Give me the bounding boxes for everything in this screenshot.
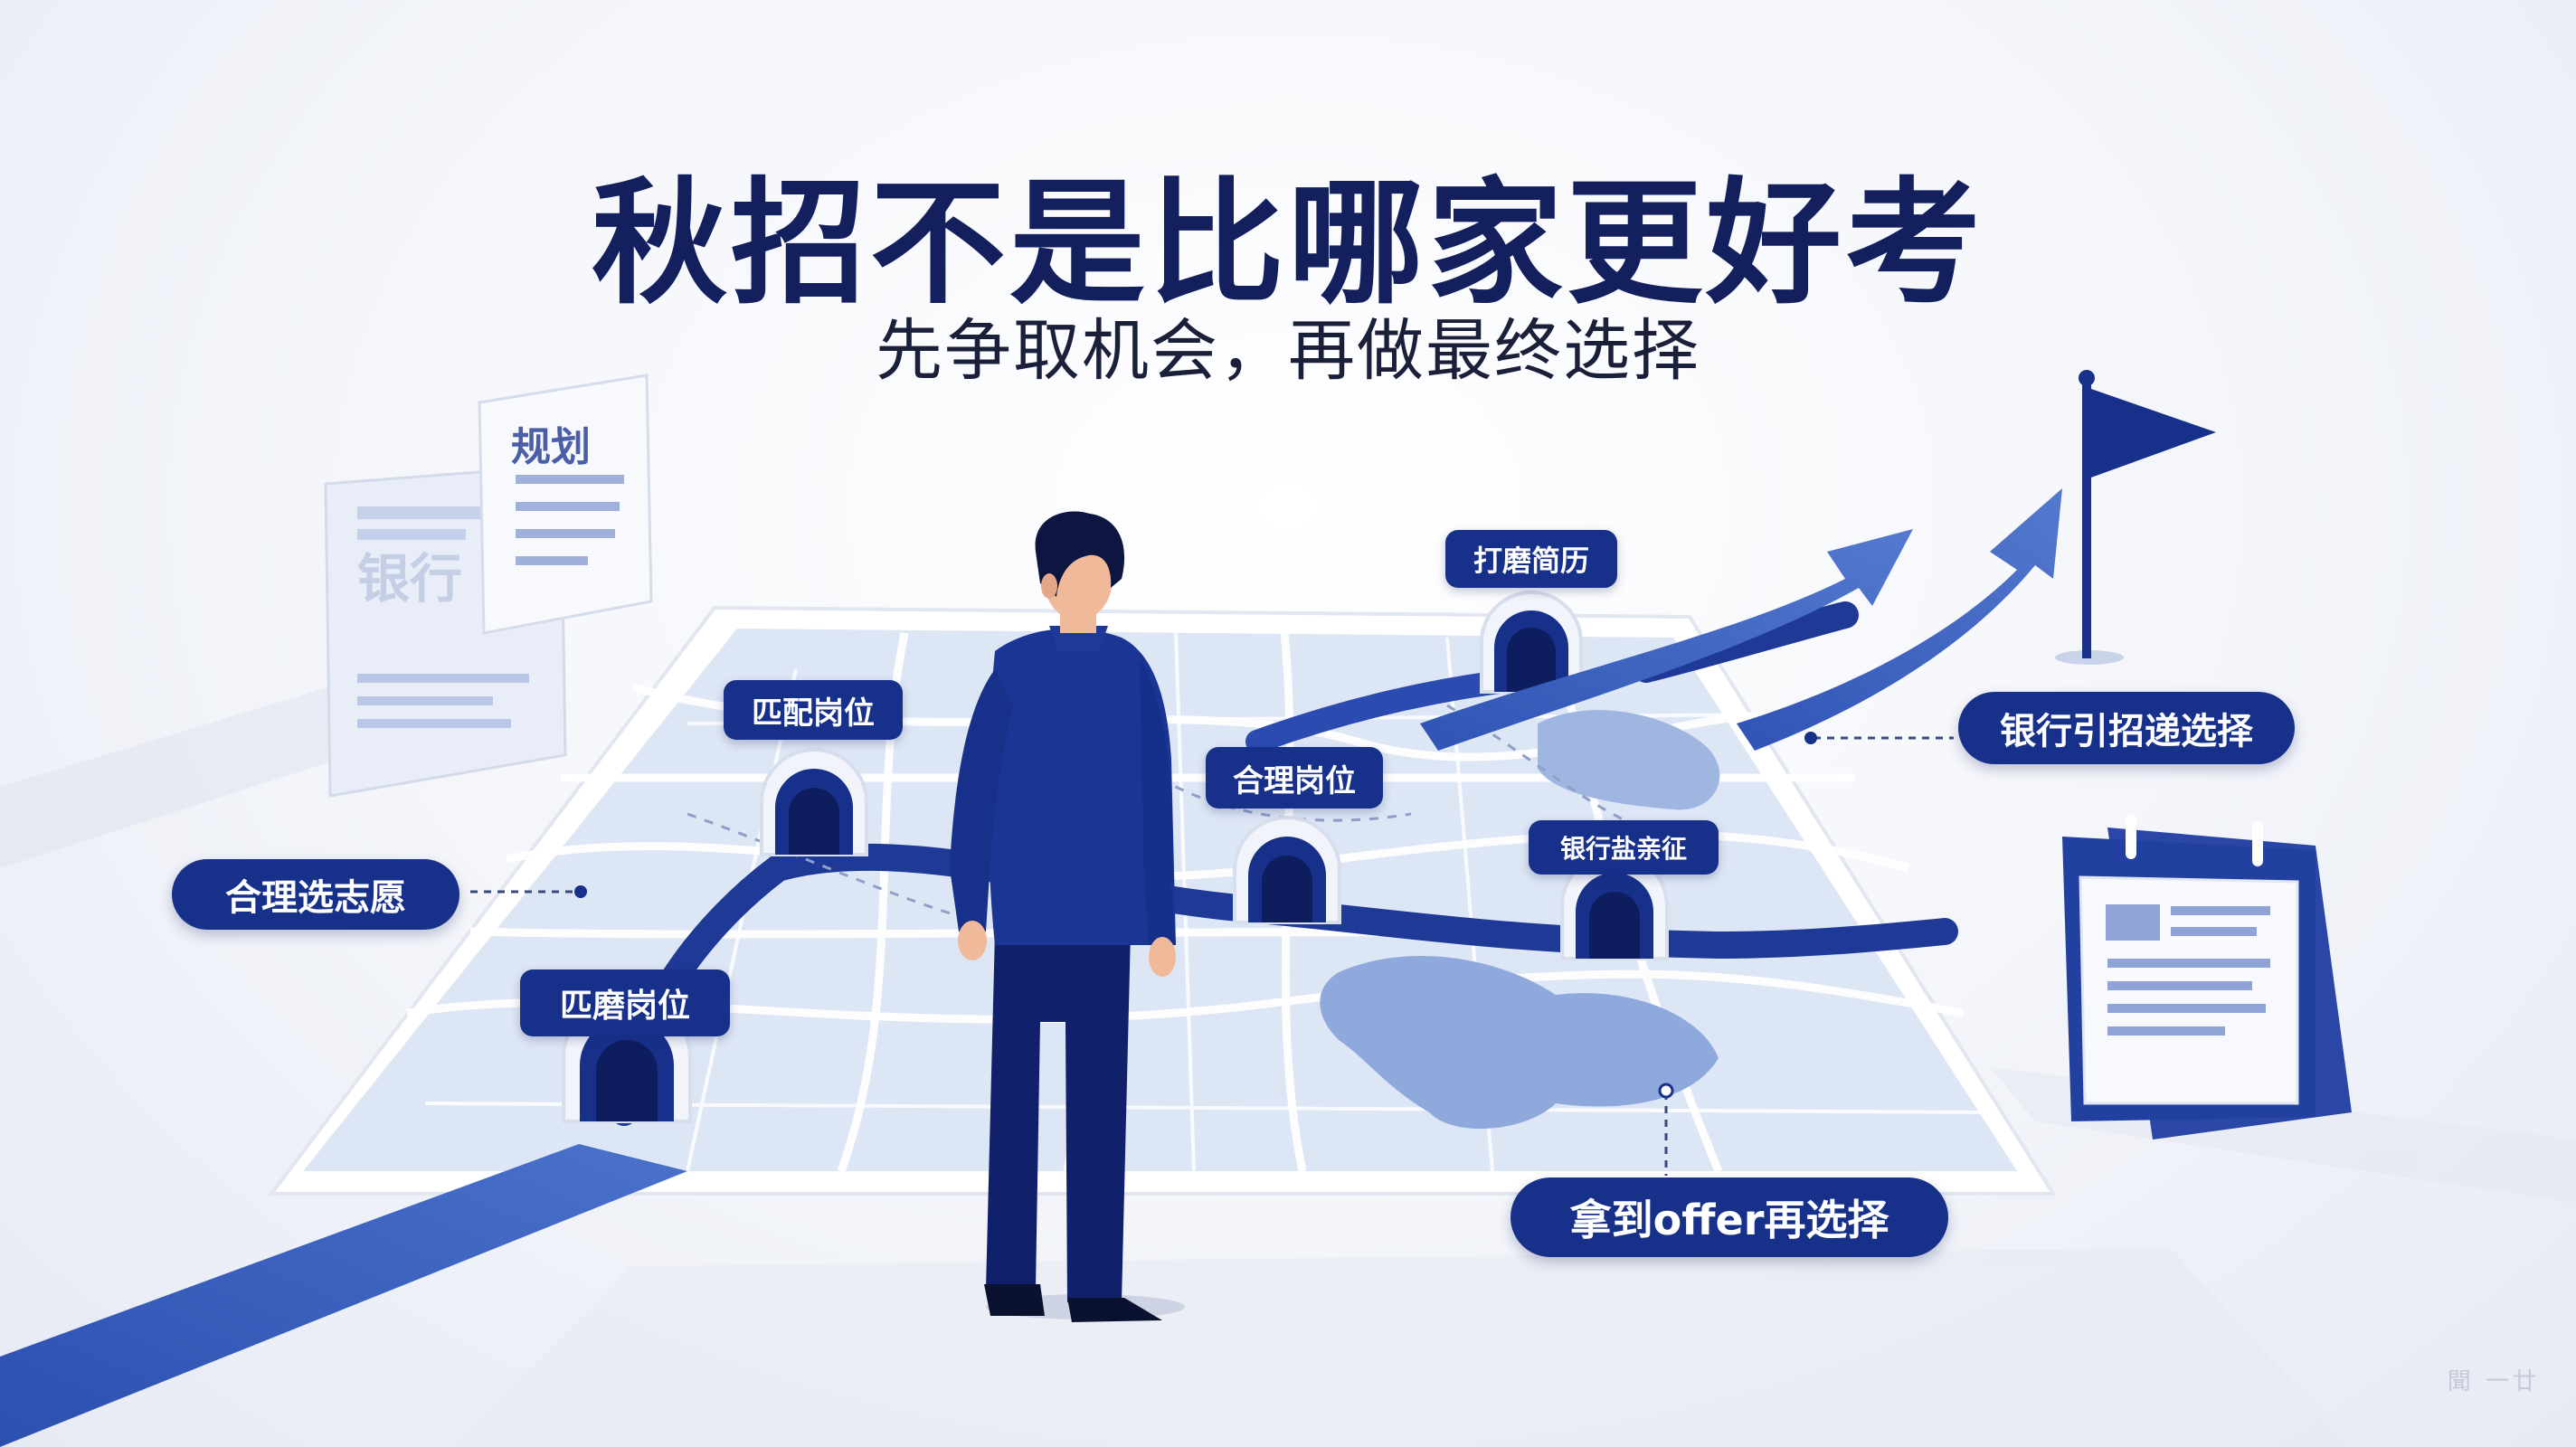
callout-choose-wisely: 合理选志愿 [172,859,459,930]
page-subtitle: 先争取机会，再做最终选择 [876,312,1700,390]
map-tag-refine-position: 匹磨岗位 [520,969,730,1036]
tunnel-2 [760,748,868,856]
lake-south [1320,955,1719,1130]
person-figure [950,511,1185,1322]
corner-mark: 聞 一廿 [2447,1368,2540,1395]
callout-connectors [470,736,1954,1176]
page-title: 秋招不是比哪家更好考 [591,166,1984,323]
planning-documents: 银行 [324,374,653,798]
callout-bank-choice: 银行引招递选择 [1958,692,2295,764]
map-tag-match-position: 匹配岗位 [724,680,903,740]
entry-beam [0,1144,687,1447]
tunnel-4 [1480,591,1583,694]
doc-front-label: 规划 [511,424,591,470]
tunnel-3 [1233,816,1341,924]
map-tag-polish-resume: 打磨简历 [1445,530,1617,588]
map-tag-bank-campaign: 银行盐亲征 [1529,820,1719,875]
route-path [611,843,1958,1126]
calendar-icon [2062,814,2352,1140]
callout-offer-choice: 拿到offer再选择 [1511,1177,1948,1257]
growth-arrows [1420,488,2062,751]
lake-north [1538,710,1720,810]
goal-flag [2055,370,2216,665]
map-tag-reasonable-position: 合理岗位 [1206,747,1383,809]
doc-back-label: 银行 [357,548,462,610]
tunnel-5 [1560,852,1669,960]
